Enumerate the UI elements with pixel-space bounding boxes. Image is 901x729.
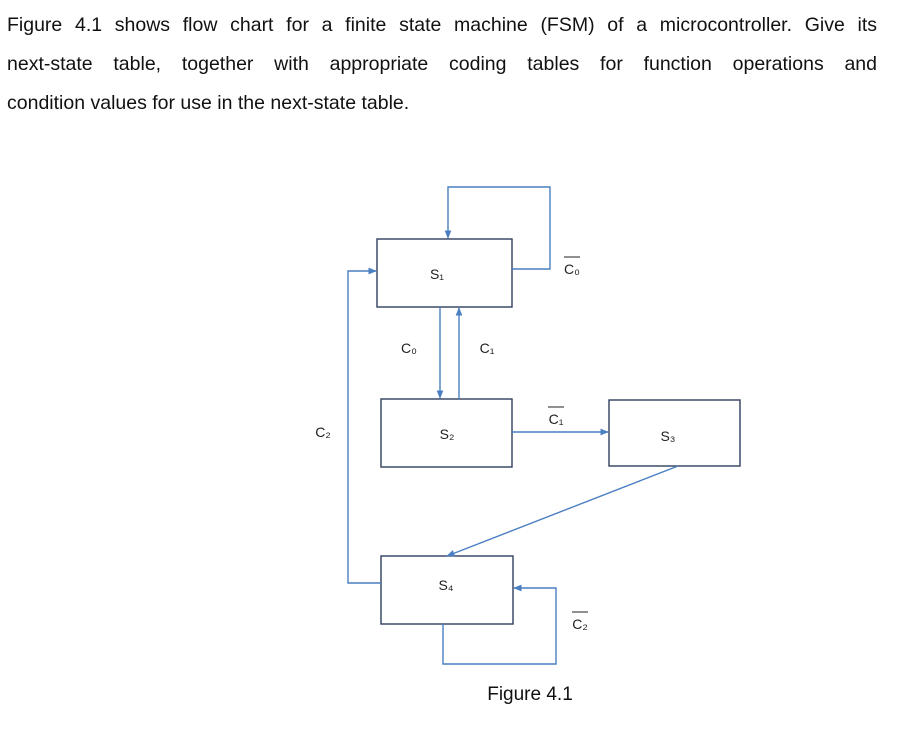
- state-label-s1: S₁: [430, 266, 444, 282]
- condition-label-s1-self: C₀: [564, 261, 580, 277]
- condition-label-s4-self: C₂: [572, 616, 588, 632]
- state-box-s3: [608, 399, 741, 467]
- question-text: Figure 4.1 shows flow chart for a finite…: [7, 6, 877, 123]
- condition-label-s2-to-s1: C₁: [480, 340, 495, 356]
- state-box-s1: [376, 238, 513, 308]
- state-label-s4: S₄: [438, 577, 453, 593]
- arrow-s3-to-s4: [446, 465, 679, 557]
- state-label-s3: S₃: [660, 428, 675, 444]
- condition-label-s4-to-s1: C₂: [315, 424, 331, 440]
- question-line-3: condition values for use in the next-sta…: [7, 92, 410, 114]
- arrow-s4-to-s1: [347, 267, 381, 584]
- question-line-2: next-state table, together with appropri…: [7, 53, 877, 75]
- state-label-s2: S₂: [440, 426, 455, 442]
- arrow-s1-self-loop: [444, 186, 551, 270]
- condition-label-s2-to-s3: C₁: [549, 411, 564, 427]
- state-box-s2: [380, 398, 513, 468]
- question-line-1: Figure 4.1 shows flow chart for a finite…: [7, 14, 877, 36]
- figure-caption: Figure 4.1: [487, 684, 573, 705]
- condition-label-s1-to-s2: C₀: [401, 340, 417, 356]
- arrow-s4-self-loop: [442, 584, 557, 665]
